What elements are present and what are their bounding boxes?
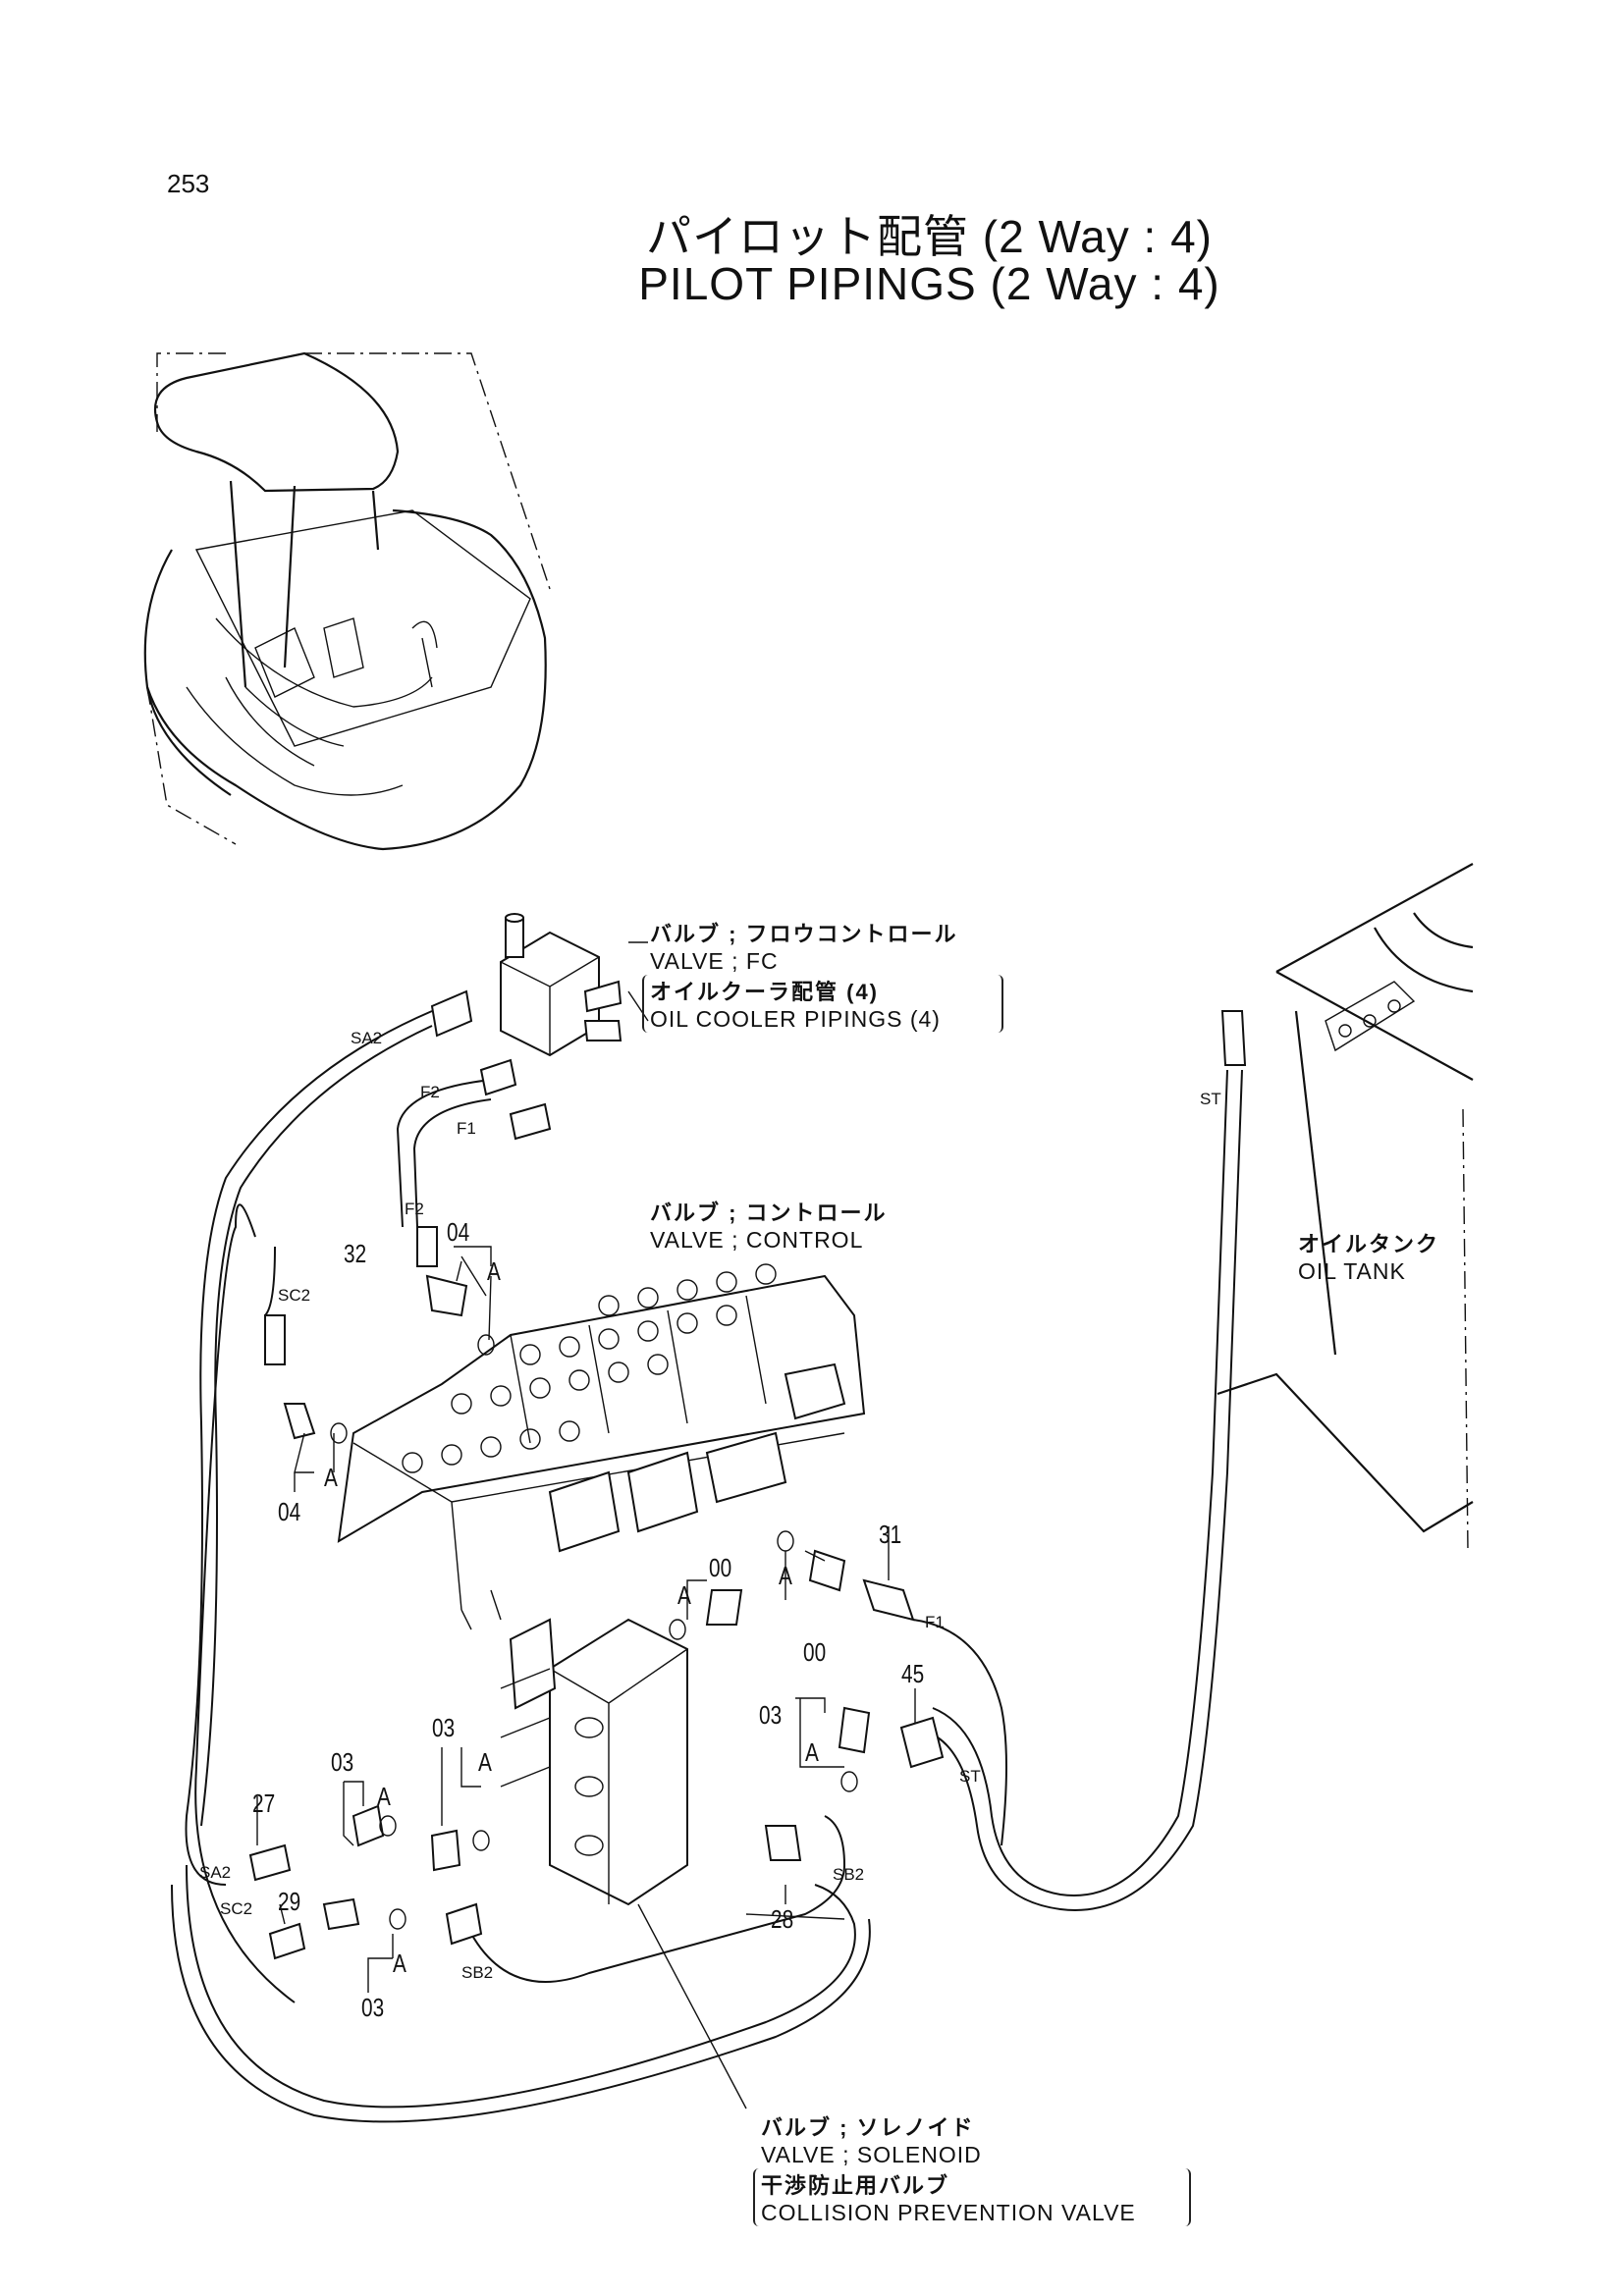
part-number-03-right: 03 <box>759 1700 783 1730</box>
collision-valve-label-en: COLLISION PREVENTION VALVE <box>761 2200 1136 2225</box>
hose-tag-sa2-bottom: SA2 <box>199 1863 232 1882</box>
hose-tag-f2-lower: F2 <box>405 1200 424 1218</box>
fc-valve-label-en: VALVE ; FC <box>650 948 779 974</box>
hose-lines <box>171 1010 1243 2123</box>
fc-valve <box>500 913 622 1057</box>
detail-mark-a: A <box>677 1580 691 1610</box>
leader-lines <box>256 941 916 2109</box>
part-number-03-bottom: 03 <box>361 1993 385 2022</box>
part-number-27: 27 <box>252 1789 276 1818</box>
oil-tank-label: オイルタンク OIL TANK <box>1298 1227 1439 1285</box>
page-number: 253 <box>167 169 210 198</box>
hose-tag-sa2-top: SA2 <box>351 1029 383 1047</box>
title-english: PILOT PIPINGS (2 Way : 4) <box>638 258 1220 309</box>
part-number-45: 45 <box>901 1659 925 1688</box>
hose-tag-f1-right: F1 <box>925 1613 945 1631</box>
oil-cooler-label-en: OIL COOLER PIPINGS (4) <box>650 1006 941 1032</box>
hose-tag-sc2-bottom: SC2 <box>220 1899 253 1918</box>
oil-tank-sketch <box>1217 863 1474 1552</box>
control-valve-label: バルブ ; コントロール VALVE ; CONTROL <box>650 1196 888 1254</box>
solenoid-valve <box>500 1618 688 1906</box>
fittings <box>248 989 1247 1960</box>
part-number-04-lower: 04 <box>278 1497 301 1526</box>
detail-mark-a: A <box>393 1949 406 1978</box>
hose-tag-st-right: ST <box>959 1767 981 1786</box>
fc-valve-label-jp: バルブ ; フロウコントロール <box>650 922 958 946</box>
o-rings <box>330 1334 858 1930</box>
machine-overview-sketch <box>143 351 551 851</box>
solenoid-valve-label-jp: バルブ ; ソレノイド <box>761 2115 975 2140</box>
detail-mark-a: A <box>805 1737 819 1767</box>
part-number-04-upper: 04 <box>447 1217 470 1247</box>
detail-mark-a: A <box>779 1561 792 1590</box>
part-number-00-lower: 00 <box>803 1637 827 1667</box>
collision-valve-label-jp: 干渉防止用バルブ <box>761 2173 950 2198</box>
detail-mark-a: A <box>487 1256 501 1286</box>
part-number-31: 31 <box>879 1520 902 1549</box>
oil-tank-label-en: OIL TANK <box>1298 1258 1406 1284</box>
hose-tag-f1-top: F1 <box>457 1119 476 1138</box>
hose-tag-sb2-bottom: SB2 <box>461 1963 494 1982</box>
control-valve-label-en: VALVE ; CONTROL <box>650 1227 864 1253</box>
part-number-03-left: 03 <box>331 1747 354 1777</box>
hose-tag-sc2-top: SC2 <box>278 1286 311 1305</box>
part-number-32: 32 <box>344 1239 367 1268</box>
oil-tank-label-jp: オイルタンク <box>1298 1232 1440 1256</box>
solenoid-valve-label: バルブ ; ソレノイド VALVE ; SOLENOID 干渉防止用バルブ CO… <box>753 2110 1191 2226</box>
oil-cooler-bracket: オイルクーラ配管 (4) OIL COOLER PIPINGS (4) <box>642 975 1003 1033</box>
hose-tag-f2-top: F2 <box>420 1083 440 1101</box>
hose-tag-sb2-right: SB2 <box>833 1865 865 1884</box>
collision-valve-bracket: 干渉防止用バルブ COLLISION PREVENTION VALVE <box>753 2168 1191 2226</box>
fc-valve-label: バルブ ; フロウコントロール VALVE ; FC オイルクーラ配管 (4) … <box>642 917 1003 1033</box>
detail-mark-a: A <box>377 1782 391 1811</box>
part-number-29: 29 <box>278 1887 301 1916</box>
detail-mark-a: A <box>478 1747 492 1777</box>
title-japanese: パイロット配管 (2 Way : 4) <box>646 211 1213 262</box>
part-number-00-upper: 00 <box>709 1553 732 1582</box>
control-valve-label-jp: バルブ ; コントロール <box>650 1201 888 1225</box>
detail-mark-a: A <box>324 1463 338 1492</box>
hose-tag-st-top: ST <box>1200 1090 1221 1108</box>
part-number-03-middle: 03 <box>432 1713 456 1742</box>
oil-cooler-label-jp: オイルクーラ配管 (4) <box>650 980 880 1004</box>
control-valve <box>337 1263 866 1630</box>
part-number-28: 28 <box>771 1904 794 1934</box>
solenoid-valve-label-en: VALVE ; SOLENOID <box>761 2142 982 2167</box>
